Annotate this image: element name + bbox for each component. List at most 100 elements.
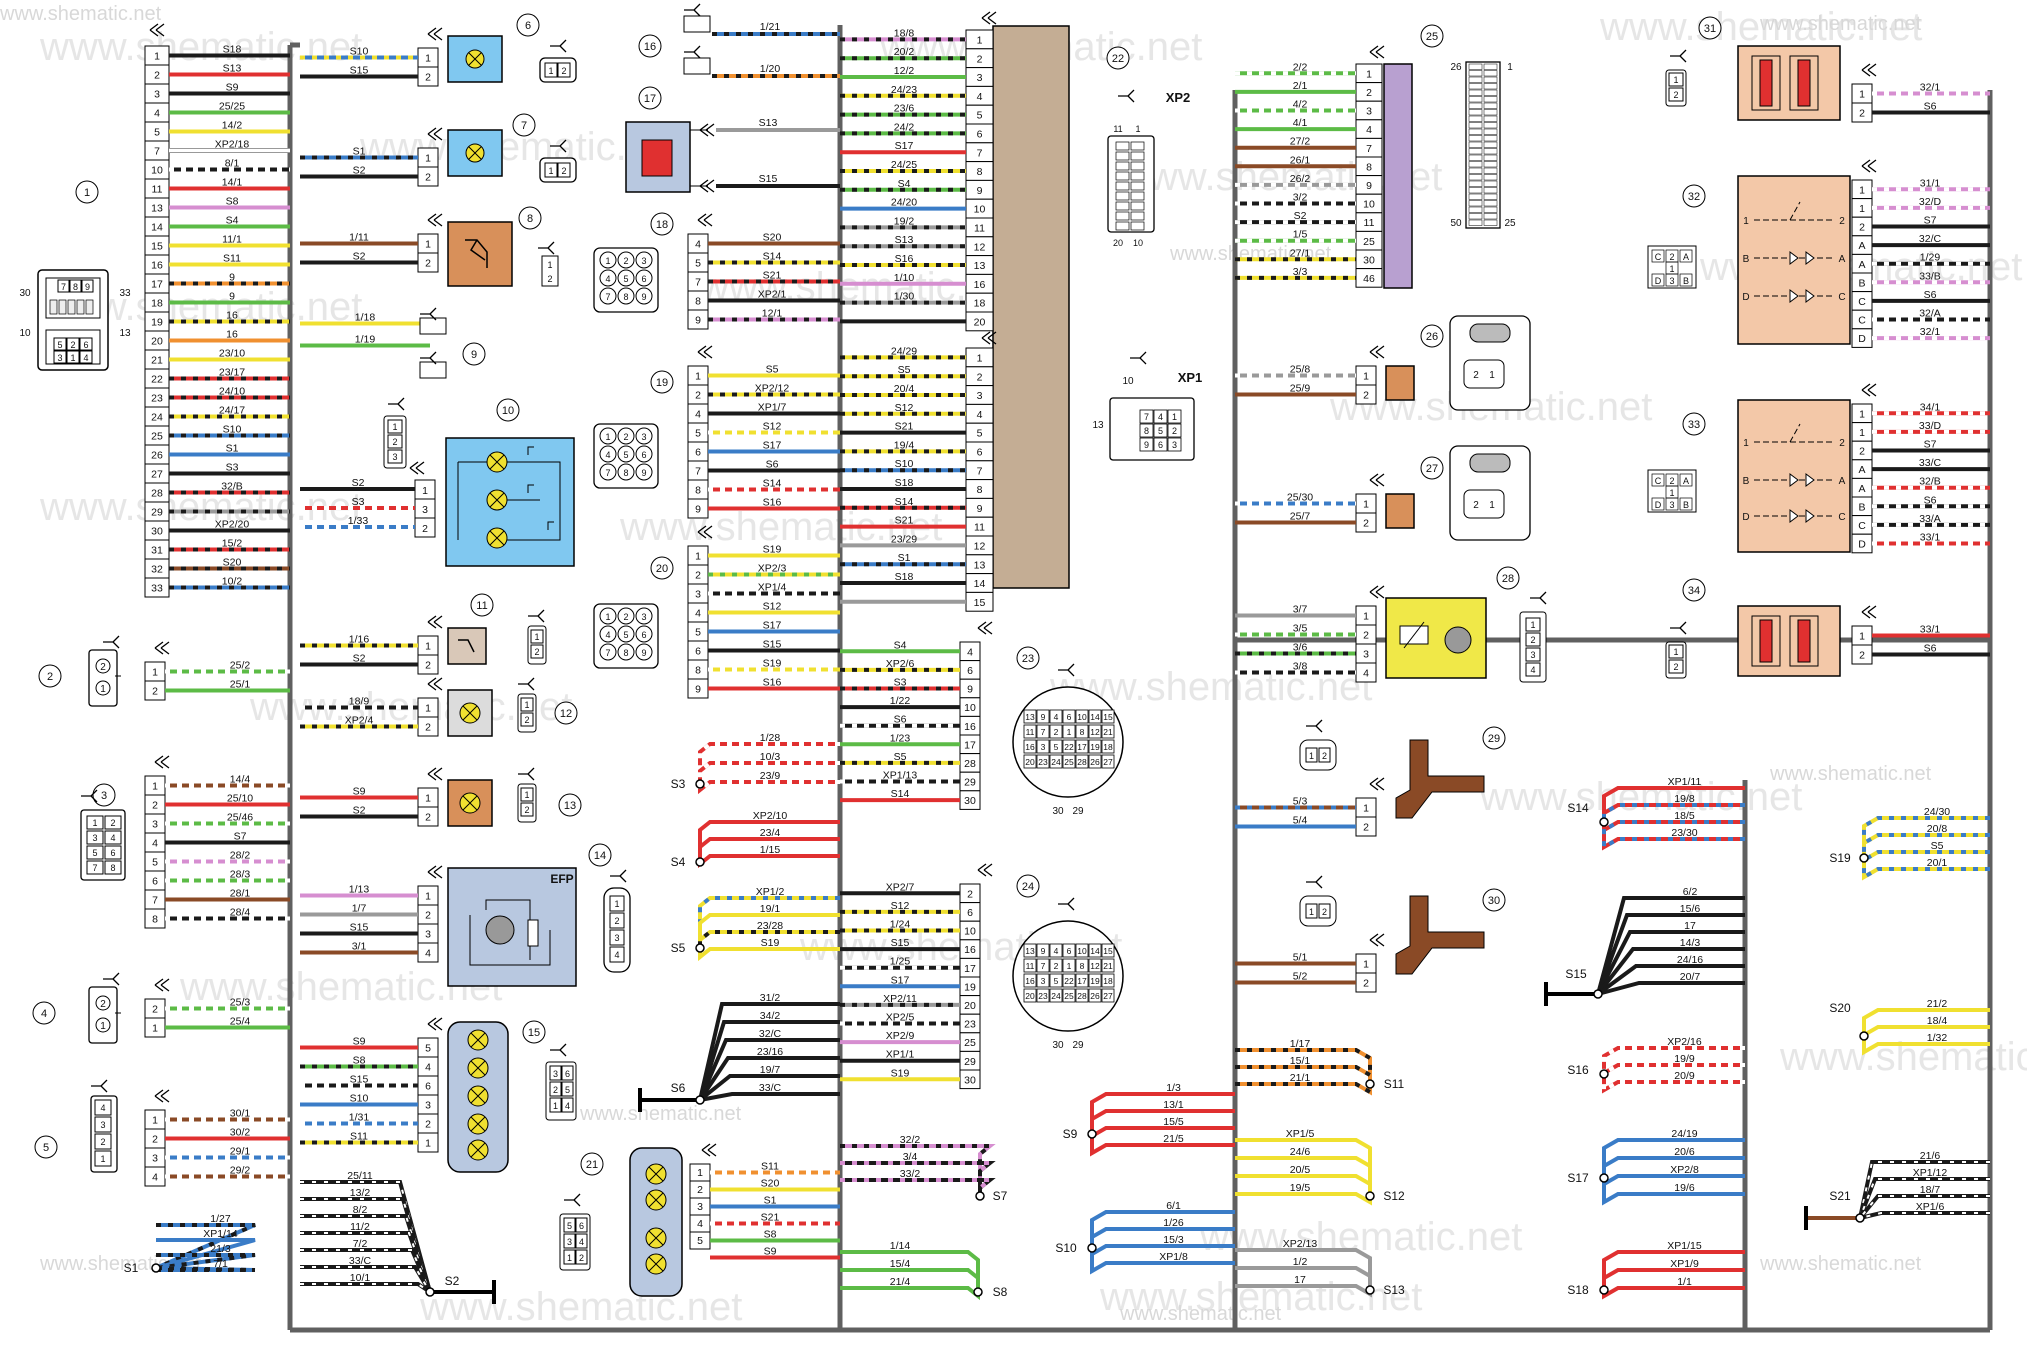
wire-label: 3/4 [903,1151,918,1163]
pin-ref: 29 [1072,1040,1084,1051]
pin-number: 1 [1309,907,1314,917]
pin-number: 11 [974,522,985,534]
splice-point [1365,1285,1375,1295]
pin-cell [1023,973,1037,988]
splice-wire [1596,896,1745,995]
pin-number: 1 [100,1154,105,1164]
splice-wire [698,854,840,869]
wire-label: 1/26 [1163,1217,1184,1229]
badge-label: 18 [656,219,668,231]
wire-label: 33/C [759,1082,782,1094]
wire-label: S14 [763,251,782,263]
component-number-badge: 31 [1698,16,1722,40]
pin-slot [1468,89,1483,96]
pin-number: 1 [605,612,610,622]
splice-label: S17 [1567,1171,1589,1185]
pin-number: 3 [425,929,431,941]
wire-label: S15 [350,922,369,934]
pin-cell [1049,943,1063,958]
pin-slot [1130,221,1145,231]
component-number-badge: 23 [1016,646,1040,670]
wire-label: S12 [763,421,782,433]
pin-fork-icon [1670,621,1687,635]
splice-wire [1235,1156,1372,1196]
badge-label: 12 [560,708,572,720]
pin-cell [1668,644,1684,659]
badge-label: 27 [1426,463,1438,475]
badge-circle [522,1020,546,1044]
pin-number: 31 [151,545,163,557]
badge-label: 17 [644,93,656,105]
wire-label: 15/3 [1163,1234,1184,1246]
pin-number: 2 [152,1004,158,1016]
fork [1058,897,1075,911]
pin-number: 6 [152,876,158,888]
pin-number: 5 [977,428,983,440]
pin-number: 1 [524,790,529,800]
badge-label: 4 [41,1008,47,1020]
double-chevron [427,27,443,41]
pin-number: 4 [695,608,701,620]
wire-label: XP1/5 [1286,1128,1315,1140]
badge-circle [638,86,662,110]
pin-number: 4 [110,833,115,843]
wire-label: 21/4 [890,1276,911,1288]
pin-number: 27 [1103,991,1113,1001]
pin-circle [617,251,635,269]
plug-icon [1299,895,1337,927]
pin-number: 4 [152,838,158,850]
pin-number: 6 [579,1221,584,1231]
pin-cell [1139,437,1154,452]
pin-circle [599,625,617,643]
pin-number: 5 [92,848,97,858]
splice-wire [1235,1192,1372,1206]
wire-label: 23/10 [219,348,245,360]
wire-label: XP1/8 [1159,1251,1188,1263]
wire-label: XP1/1 [886,1049,915,1061]
splice-wire [1597,981,1745,996]
pin-cell [1679,473,1693,487]
pin-number: 1 [425,891,431,903]
face-outline [1647,469,1697,513]
wire-label: 1/13 [349,884,370,896]
wire-label: 1/2 [1293,1256,1308,1268]
pin-number: 14 [974,578,986,590]
pin-cell [530,629,544,644]
lamp-cross [470,1088,486,1104]
pin-number: D [1655,276,1662,286]
pin-cell [1665,497,1679,511]
pin-number: 4 [425,948,431,960]
pin-number: D [1858,333,1866,345]
wire-label: S15 [350,1074,369,1086]
pin-number: 5 [623,630,628,640]
wire-label: S4 [226,215,239,227]
wire-label: 24/30 [1924,806,1950,818]
pin-number: 13 [151,203,163,215]
pin-number: 8 [1144,426,1149,436]
pin-number: 5 [623,274,628,284]
pin-number: 8 [1080,961,1085,971]
terminal-box [683,57,711,75]
pin-number: 2 [623,432,628,442]
pin-number: 9 [641,648,646,658]
wire-label: XP2/1 [758,289,787,301]
pin-number: 19 [964,981,976,993]
splice-wire [698,913,840,948]
plug-arrow-icon [981,331,997,345]
badge-circle [75,180,99,204]
component-number-badge: 16 [638,34,662,58]
pin-number: B [1858,277,1865,289]
pin-number: 2 [697,1184,703,1196]
splice-point [1859,853,1869,863]
wire-label: 19/2 [894,215,915,227]
wire-label: 20/8 [1927,823,1948,835]
pin-slot [1468,154,1483,161]
splice-label: S13 [1383,1283,1405,1297]
pin-fork-icon [1670,49,1687,63]
pin-circle [617,427,635,445]
